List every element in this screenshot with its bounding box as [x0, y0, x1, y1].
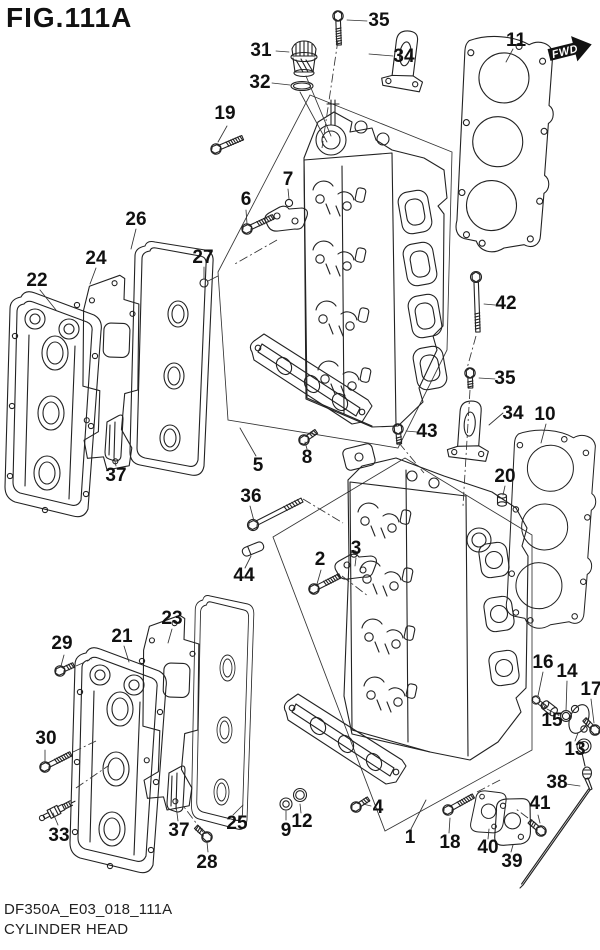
figure-title: FIG.111A	[6, 2, 133, 33]
part-drawing-bolt-42	[469, 270, 484, 333]
part-drawing-bolt-18	[440, 790, 477, 818]
part-drawing-bracket-34-top	[380, 27, 430, 93]
part-drawing-o-ring-32	[290, 80, 314, 92]
part-drawing-cover-gasket-26	[129, 240, 214, 476]
assembly-box-upper	[217, 94, 453, 449]
part-drawing-rubber-37-upper	[104, 414, 124, 462]
part-drawing-bolt-41	[525, 816, 549, 839]
part-drawing-bolt-36	[245, 494, 306, 533]
part-drawing-bolt-4	[348, 793, 372, 815]
part-drawing-ring-12	[292, 787, 308, 803]
part-drawing-oil-dipstick-38	[519, 738, 593, 889]
part-drawing-cap-15	[540, 700, 558, 717]
part-drawing-bolt-35-top	[332, 10, 345, 46]
part-drawing-bolt-6	[239, 211, 277, 237]
part-drawing-oil-filler-cap-31	[290, 40, 318, 78]
part-drawing-ring-3	[350, 550, 358, 558]
part-drawing-head-cover-21	[69, 647, 167, 874]
part-drawing-holder-13	[568, 704, 590, 734]
part-drawing-bolt-30	[37, 748, 74, 775]
assembly-box-lower	[272, 457, 533, 832]
drawing-code: DF350A_E03_018_111A	[4, 901, 173, 918]
part-drawing-bolt-43	[391, 422, 406, 445]
part-drawing-bolt-16	[529, 693, 549, 712]
part-drawing-clamp-6-7	[264, 205, 308, 232]
leader-lines	[39, 19, 595, 853]
part-drawing-bolt-8	[296, 426, 320, 448]
part-drawing-cylinder-head-upper	[249, 99, 448, 428]
part-drawing-cover-gasket-25	[190, 594, 255, 830]
part-drawing-bolt-17	[580, 715, 600, 738]
drawing-name: CYLINDER HEAD	[4, 921, 129, 938]
part-drawing-head-cover-22	[4, 291, 102, 518]
part-drawing-grommet-9	[279, 797, 293, 811]
part-drawing-spark-plug-33	[38, 800, 76, 822]
svg-text:FWD: FWD	[551, 43, 580, 61]
part-drawing-bolt-29	[52, 659, 77, 679]
part-drawing-dowel-pin-44	[241, 541, 265, 557]
center-lines	[72, 39, 561, 833]
part-drawing-cylinder-head-lower	[283, 443, 529, 785]
part-drawing-nut-7	[284, 198, 294, 208]
part-drawing-dowel-20	[496, 493, 508, 507]
fwd-arrow-icon: FWD	[547, 36, 592, 62]
part-drawing-clamp-2-3	[334, 553, 377, 580]
part-drawing-head-gasket-10	[505, 428, 599, 631]
part-drawing-seal-27	[199, 278, 209, 288]
part-drawing-head-gasket-11	[454, 34, 557, 255]
part-drawing-bolt-19	[208, 132, 246, 157]
part-drawing-bolt-28	[191, 822, 215, 845]
part-drawing-cover-39	[492, 795, 535, 849]
part-drawing-bolt-2	[306, 570, 343, 597]
